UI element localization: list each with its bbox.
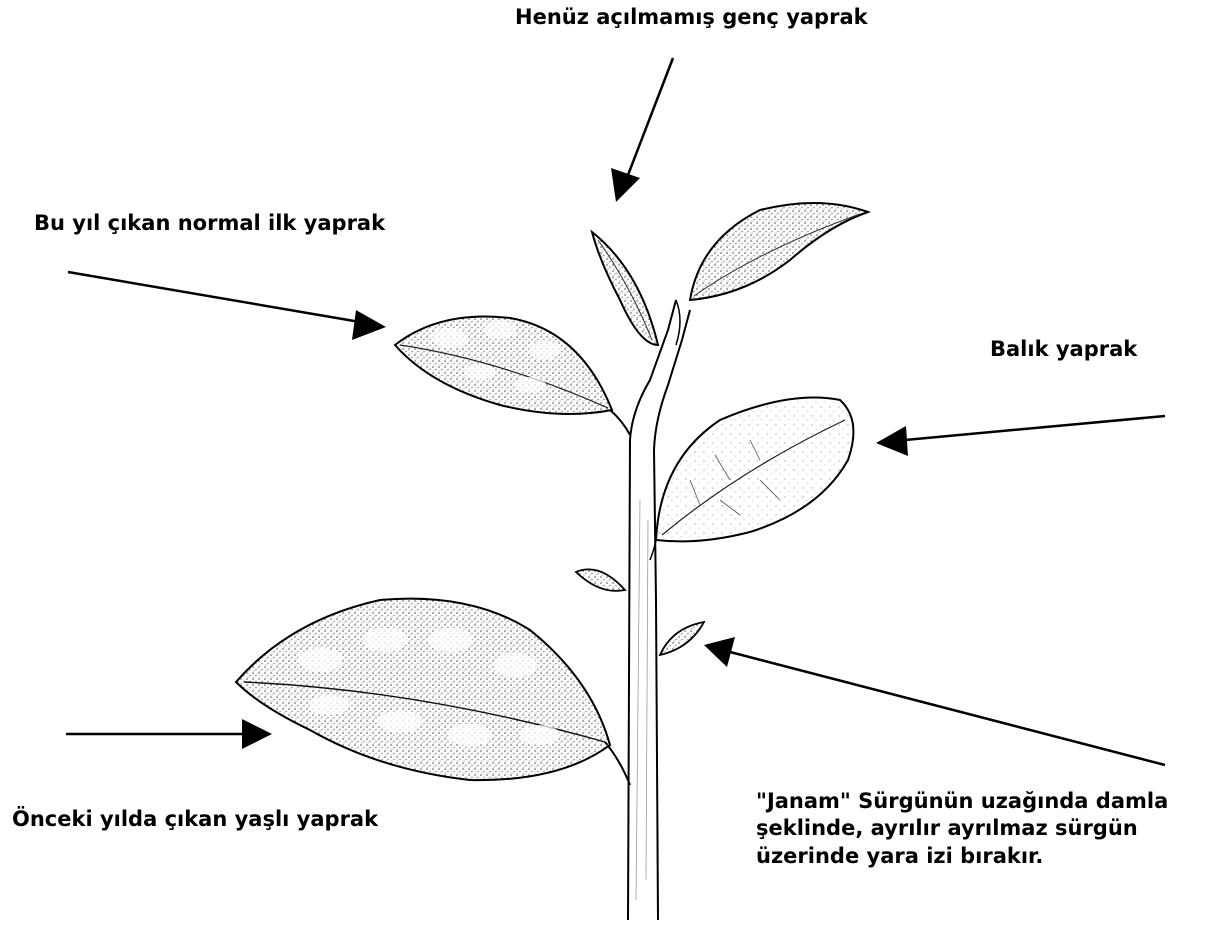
first-normal-leaf bbox=[395, 317, 612, 414]
arrow-first-leaf bbox=[68, 272, 386, 340]
arrow-janam bbox=[704, 637, 1165, 765]
stem bbox=[605, 300, 690, 920]
young-unopened-leaf bbox=[592, 232, 658, 345]
label-first-normal-leaf: Bu yıl çıkan normal ilk yaprak bbox=[34, 210, 385, 237]
label-janam-line-2: şeklinde, ayrılır ayrılmaz sürgün bbox=[756, 815, 1168, 842]
label-janam-line-1: "Janam" Sürgünün uzağında damla bbox=[756, 788, 1168, 815]
label-janam: "Janam" Sürgünün uzağında damla şeklinde… bbox=[756, 788, 1168, 870]
janam-bud bbox=[660, 622, 704, 655]
arrow-old-leaf bbox=[66, 719, 272, 749]
small-bud-left bbox=[576, 569, 625, 591]
label-young-unopened-leaf: Henüz açılmamış genç yaprak bbox=[515, 4, 868, 31]
label-old-leaf: Önceki yılda çıkan yaşlı yaprak bbox=[12, 806, 378, 833]
old-leaf bbox=[236, 599, 610, 780]
arrow-young-leaf bbox=[611, 58, 673, 202]
label-janam-line-3: üzerinde yara izi bırakır. bbox=[756, 843, 1168, 870]
upper-young-leaf bbox=[676, 203, 868, 345]
label-fish-leaf: Balık yaprak bbox=[990, 336, 1137, 363]
arrow-fish-leaf bbox=[876, 416, 1165, 456]
fish-leaf bbox=[650, 398, 853, 561]
